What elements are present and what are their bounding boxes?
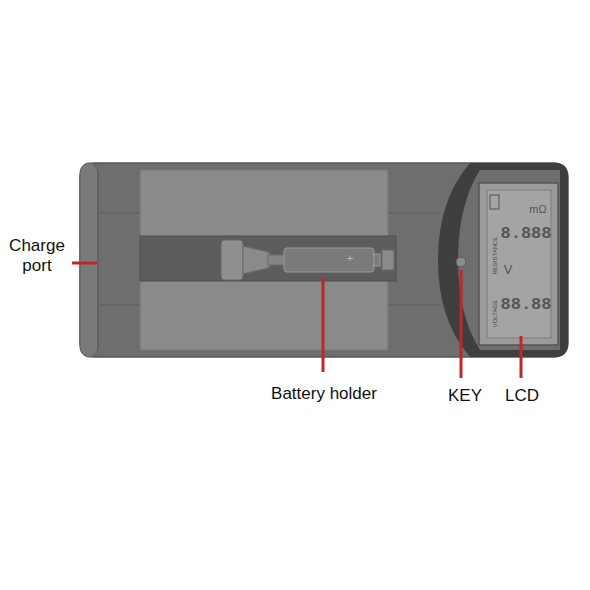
cap-seam [98, 170, 99, 350]
lcd-digits: 8.888 [500, 224, 551, 244]
key-button [456, 257, 466, 267]
lcd-digits: 88.88 [500, 295, 551, 315]
display-frame [458, 170, 560, 350]
part-label: KEY [448, 386, 482, 406]
part-label: LCD [505, 386, 539, 406]
contact [382, 250, 394, 270]
battery [284, 248, 374, 272]
battery-slot [140, 236, 396, 281]
display-bezel [438, 163, 568, 357]
polarity-mark: + [347, 252, 353, 265]
slider [221, 240, 243, 280]
lcd-glass [487, 190, 551, 338]
leader-line [72, 262, 97, 265]
lcd-legend: RESISTANCE [492, 237, 499, 275]
lcd-unit: mΩ [529, 203, 546, 216]
lcd-legend: VOLTAGE [492, 300, 499, 327]
part-label: Battery holder [271, 384, 377, 404]
part-label: Charge port [4, 236, 70, 277]
end-cap [80, 163, 98, 357]
lcd-panel [479, 183, 558, 345]
leader-line [322, 278, 325, 372]
battery-terminal [374, 254, 380, 266]
lcd-unit: V [504, 262, 513, 278]
leader-line [460, 270, 463, 378]
contact [268, 255, 284, 265]
leader-line [520, 336, 523, 378]
battery-icon [490, 195, 499, 209]
